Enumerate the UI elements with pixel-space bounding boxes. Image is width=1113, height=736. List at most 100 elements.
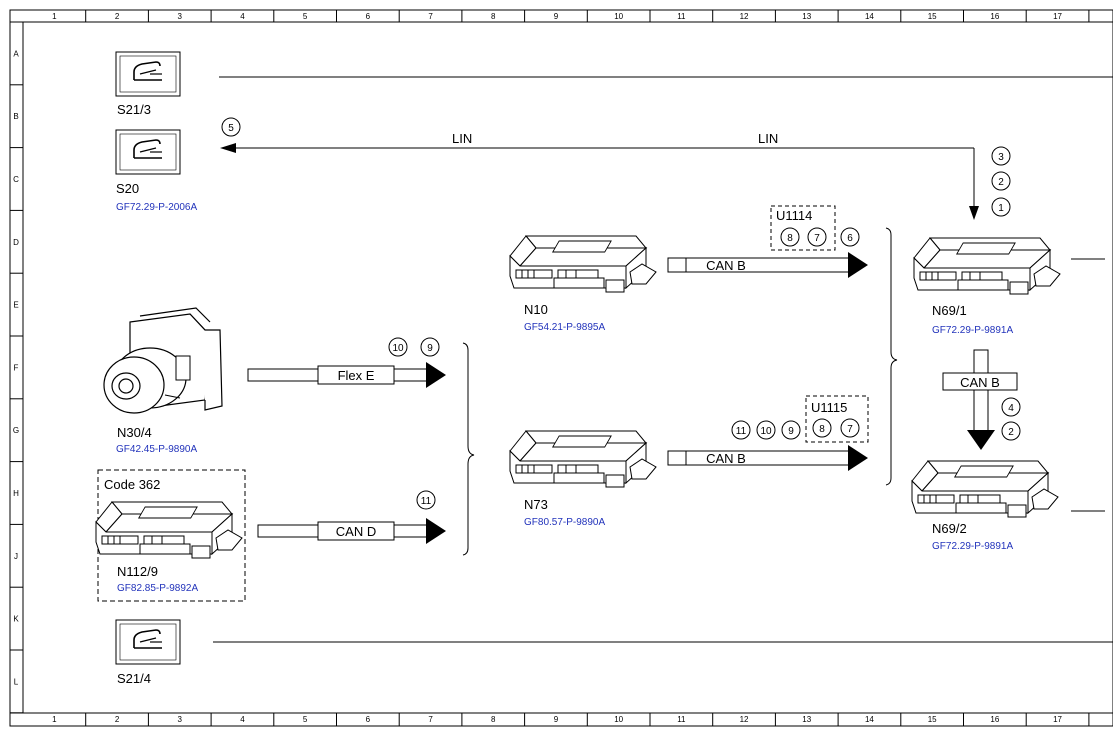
u1115-circle-a	[812, 418, 832, 438]
grid-column-label: 6	[366, 715, 371, 724]
u1114-circle-b	[807, 227, 827, 247]
n69-1-circle-c-number: 1	[998, 203, 1004, 214]
flex-e-label: Flex E	[338, 368, 375, 383]
grid-column-label: 10	[614, 12, 623, 21]
seat-switch-icon	[115, 619, 181, 665]
s21-4-label: S21/4	[117, 671, 151, 686]
grid-column-label: 7	[428, 12, 433, 21]
grid-column-label: 3	[178, 715, 183, 724]
control-unit-icon	[95, 501, 243, 559]
code-362-label: Code 362	[104, 477, 160, 492]
n69-1-circle-b-number: 2	[998, 177, 1004, 188]
flex-e-arrow	[426, 362, 446, 388]
can-b-n73-arrow	[848, 445, 868, 471]
s21-3-label: S21/3	[117, 102, 151, 117]
flex-e-bus: Flex E 10 9	[247, 337, 446, 388]
n10-reference: GF54.21-P-9895A	[524, 322, 605, 333]
can-b-n73-tail	[667, 450, 687, 466]
u1115-label: U1115	[811, 400, 847, 415]
flex-circle-b-number: 9	[427, 343, 433, 354]
grid-column-label: 4	[240, 715, 245, 724]
n69-1-unit: N69/1 GF72.29-P-9891A 3 2 1	[913, 146, 1061, 336]
u1114-box	[770, 205, 836, 251]
n73-circle-a-number: 11	[736, 426, 747, 437]
n10-circle	[840, 227, 860, 247]
grid-column-label: 5	[303, 12, 308, 21]
lin-arrow-down	[969, 206, 979, 220]
s20-reference: GF72.29-P-2006A	[116, 202, 197, 213]
u1114-circle-b-number: 7	[814, 233, 820, 244]
can-d-label: CAN D	[336, 524, 376, 539]
grid-column-label: 4	[240, 12, 245, 21]
s21-3-switch: S21/3	[115, 51, 181, 117]
grid-column-label: 2	[115, 715, 120, 724]
grid-column-label: 13	[802, 12, 811, 21]
n112-9-unit: Code 362 N112/9 GF82.85-P-9892A	[95, 469, 246, 602]
can-b-n10-shaft	[667, 257, 853, 273]
u1114-label: U1114	[776, 208, 812, 223]
can-d-bus: CAN D 11	[257, 490, 446, 544]
flex-circle-b	[420, 337, 440, 357]
grid-column-label: 12	[740, 12, 749, 21]
drawing-frame	[9, 9, 1113, 727]
lin-label-left: LIN	[452, 131, 472, 146]
grid-column-label: 8	[491, 12, 496, 21]
can-b-n10-tail	[667, 257, 687, 273]
u1115-box	[805, 395, 869, 443]
vertical-circle-a-number: 4	[1008, 403, 1014, 414]
grid-column-label: 15	[928, 715, 937, 724]
s20-switch: S20 GF72.29-P-2006A	[115, 129, 197, 213]
camera-unit-icon	[103, 307, 223, 414]
lin-arrow-left	[220, 143, 236, 153]
vertical-circle-b-number: 2	[1008, 427, 1014, 438]
n69-2-reference: GF72.29-P-9891A	[932, 541, 1013, 552]
grid-column-label: 15	[928, 12, 937, 21]
can-d-circle-number: 11	[421, 496, 432, 507]
grid-column-label: 8	[491, 715, 496, 724]
grid-row-label: C	[13, 175, 19, 184]
grid-column-label: 5	[303, 715, 308, 724]
grid-row-label: L	[14, 677, 19, 686]
grid-row-label: K	[13, 615, 19, 624]
control-unit-icon	[913, 237, 1061, 295]
u1115-circle-b-number: 7	[847, 424, 853, 435]
can-b-n73-shaft	[667, 450, 853, 466]
lin-circle-number: 5	[228, 123, 234, 134]
n73-unit: N73 GF80.57-P-9890A	[509, 430, 657, 528]
grid-column-label: 9	[554, 715, 559, 724]
can-d-circle	[416, 490, 436, 510]
grid-column-label: 16	[990, 715, 999, 724]
n69-1-reference: GF72.29-P-9891A	[932, 325, 1013, 336]
output-brace	[885, 227, 898, 486]
n10-unit: N10 GF54.21-P-9895A	[509, 235, 657, 333]
s20-label: S20	[116, 181, 139, 196]
n69-1-circle-b	[991, 171, 1011, 191]
n73-circle-c-number: 9	[788, 426, 794, 437]
grid-row-label: H	[13, 489, 19, 498]
n73-label: N73	[524, 497, 548, 512]
seat-switch-icon	[115, 129, 181, 175]
input-brace	[462, 342, 475, 556]
grid-row-label: A	[13, 49, 19, 58]
grid-column-label: 1	[52, 715, 57, 724]
n73-circle-b	[756, 420, 776, 440]
grid-row-label: E	[13, 301, 18, 310]
n10-circle-number: 6	[847, 233, 853, 244]
can-b-n10-arrow	[848, 252, 868, 278]
grid-column-label: 17	[1053, 715, 1062, 724]
grid-column-label: 2	[115, 12, 120, 21]
n30-4-label: N30/4	[117, 425, 152, 440]
grid-row-label: D	[13, 238, 19, 247]
lin-bus: LIN LIN 5	[220, 117, 979, 220]
grid-row-label: F	[14, 363, 19, 372]
n73-circle-b-number: 10	[760, 426, 772, 437]
seat-switch-icon	[115, 51, 181, 97]
control-unit-icon	[911, 460, 1059, 518]
u1114-circle-a	[780, 227, 800, 247]
flex-circle-a	[388, 337, 408, 357]
n69-1-label: N69/1	[932, 303, 967, 318]
grid-row-label: J	[14, 552, 18, 561]
grid-column-label: 16	[990, 12, 999, 21]
